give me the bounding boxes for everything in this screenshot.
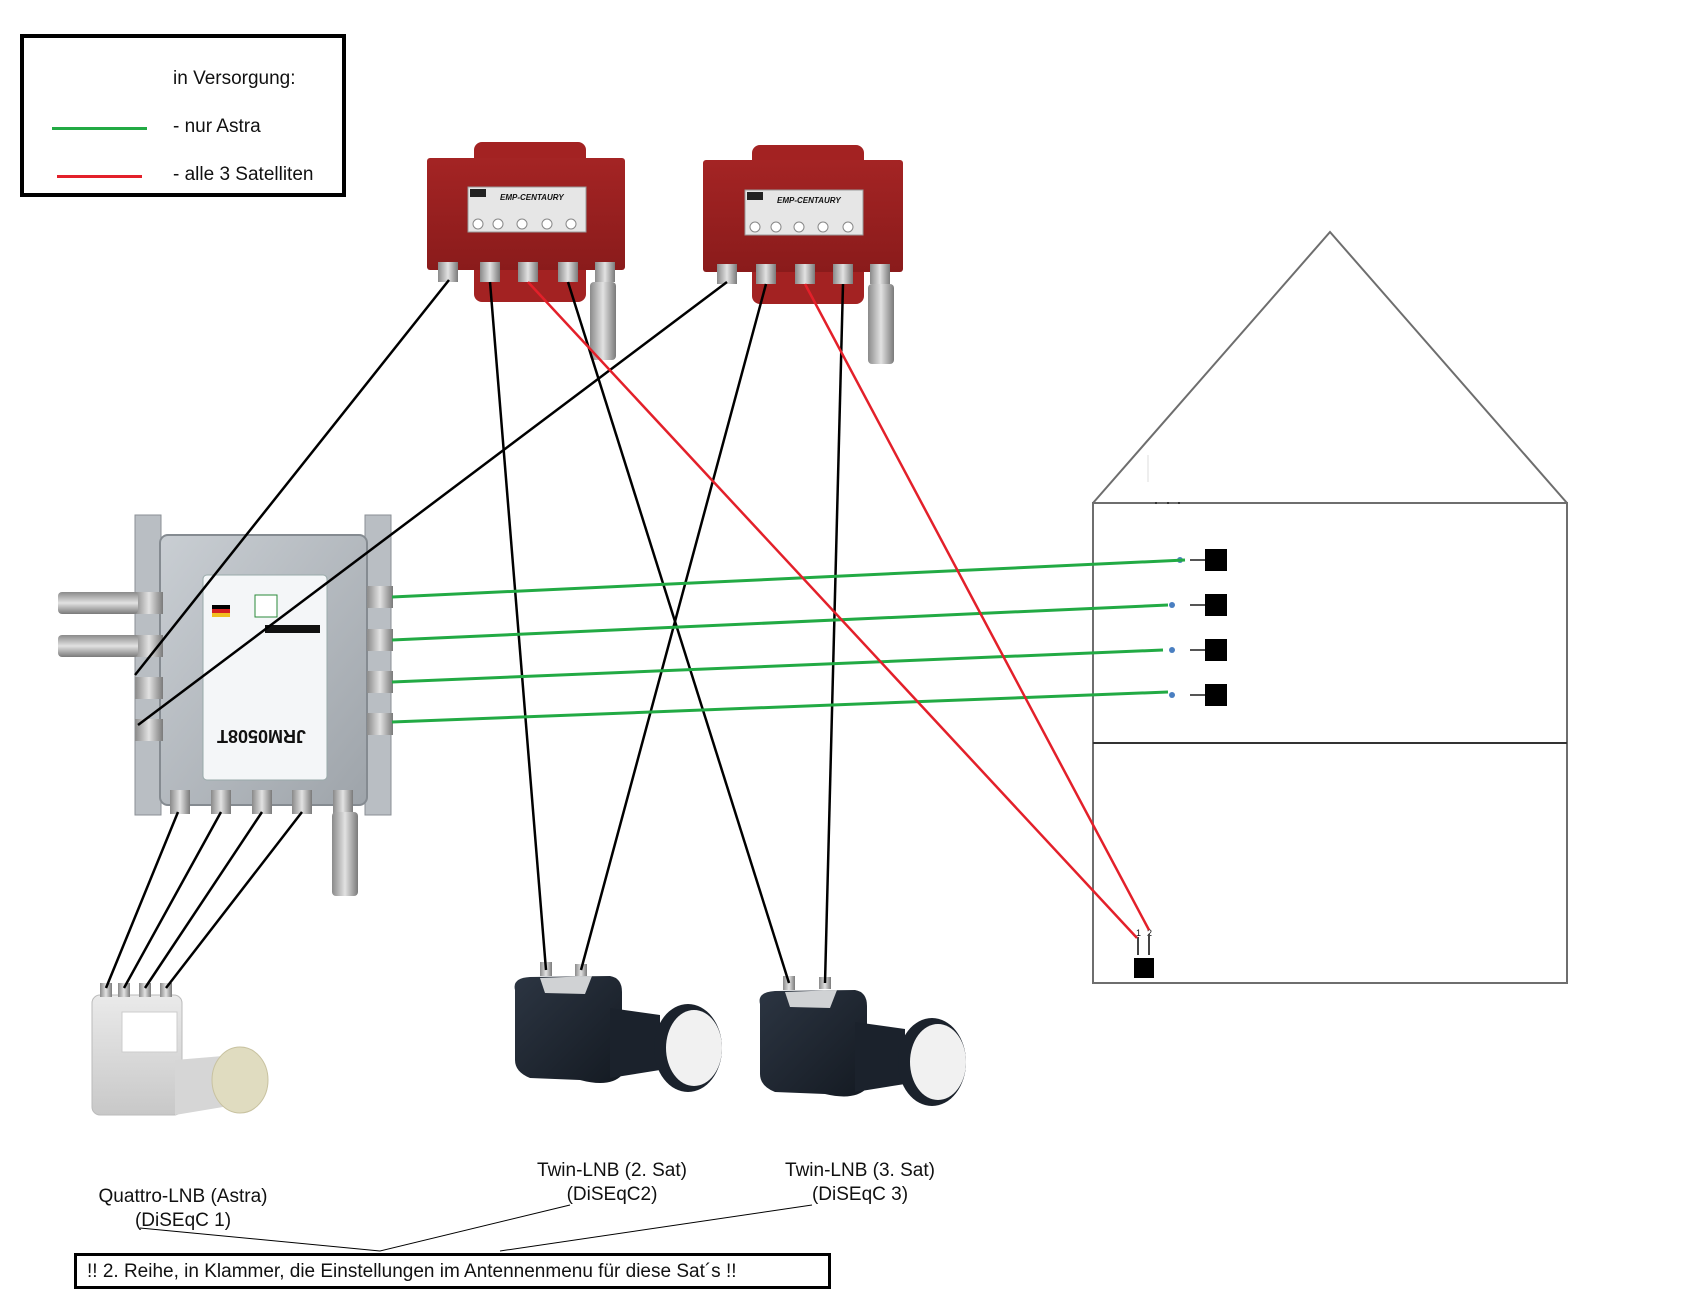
twin-lnb-2 xyxy=(514,962,722,1092)
cable-astra xyxy=(391,603,1169,642)
settings-note: !! 2. Reihe, in Klammer, die Einstellung… xyxy=(74,1253,831,1289)
legend: in Versorgung: - nur Astra - alle 3 Sate… xyxy=(20,34,346,197)
caption-line: (DiSEqC2) xyxy=(566,1184,658,1205)
terminator-plug xyxy=(58,635,138,657)
brand-label: EMP-CENTAURY xyxy=(777,196,841,205)
legend-label: - nur Astra xyxy=(173,116,261,137)
outlet-icon xyxy=(1169,602,1175,608)
cable xyxy=(143,811,264,989)
caption-line: (DiSEqC 3) xyxy=(811,1184,909,1205)
cable xyxy=(122,811,223,989)
outlet-icon xyxy=(1169,692,1175,698)
multiswitch-model: JRM0508T xyxy=(217,726,306,746)
note-pointers xyxy=(139,1204,813,1252)
legend-title: in Versorgung: xyxy=(173,68,296,89)
legend-item-astra: - nur Astra xyxy=(24,116,342,140)
caption-line: Quattro-LNB (Astra) xyxy=(98,1186,268,1207)
wall-outlet[interactable] xyxy=(1169,639,1227,661)
caption-quattro-lnb: Quattro-LNB (Astra) (DiSEqC 1) xyxy=(88,1185,278,1233)
eave-dots xyxy=(1155,502,1180,504)
legend-label: - alle 3 Satelliten xyxy=(173,164,314,185)
house: 1 2 xyxy=(1092,230,1568,984)
receiver-port-label: 2 xyxy=(1147,928,1152,938)
receiver-box xyxy=(1205,549,1227,571)
cables-all-sats xyxy=(527,281,1151,939)
receiver-box xyxy=(1205,684,1227,706)
switch-connectors xyxy=(717,264,890,284)
terminator-plug xyxy=(868,284,894,364)
cable xyxy=(566,281,791,984)
caption-line: Twin-LNB (2. Sat) xyxy=(537,1160,687,1181)
multiswitch-lnb-inputs xyxy=(170,790,353,814)
cables-astra xyxy=(391,558,1186,724)
cable xyxy=(165,811,303,989)
multiswitch-outputs xyxy=(367,586,393,735)
wall-outlet[interactable] xyxy=(1169,594,1227,616)
diseqc-switch-1: EMP-CENTAURY xyxy=(427,142,625,360)
receiver-box xyxy=(1134,958,1154,978)
legend-swatch-red xyxy=(57,175,142,178)
multiswitch: JRM0508T xyxy=(58,514,393,896)
cable xyxy=(488,281,548,971)
cable xyxy=(134,279,450,676)
legend-swatch-green xyxy=(52,127,147,130)
terminator-plug xyxy=(590,282,616,360)
cable-astra xyxy=(391,690,1169,724)
brand-label: EMP-CENTAURY xyxy=(500,193,564,202)
cable xyxy=(137,281,728,726)
caption-line: Twin-LNB (3. Sat) xyxy=(785,1160,935,1181)
cable-astra xyxy=(391,558,1186,599)
switch-connectors xyxy=(438,262,615,282)
caption-twin-lnb-3: Twin-LNB (3. Sat) (DiSEqC 3) xyxy=(770,1159,950,1207)
terminator-plug xyxy=(332,812,358,896)
receiver-port-label: 1 xyxy=(1136,928,1141,938)
house-roof xyxy=(1092,230,1568,504)
cable-all-sats xyxy=(803,283,1151,931)
settings-note-text: !! 2. Reihe, in Klammer, die Einstellung… xyxy=(87,1261,737,1282)
terminator-plug xyxy=(58,592,138,614)
receiver-box xyxy=(1205,639,1227,661)
wall-outlet[interactable] xyxy=(1169,684,1227,706)
cable-all-sats xyxy=(527,281,1138,939)
outlet-icon xyxy=(1169,647,1175,653)
legend-item-all-sats: - alle 3 Satelliten xyxy=(24,164,342,188)
cable-astra xyxy=(391,648,1164,684)
cable xyxy=(104,811,180,989)
caption-line: (DiSEqC 1) xyxy=(134,1210,232,1231)
receiver-box xyxy=(1205,594,1227,616)
diseqc-switch-2: EMP-CENTAURY xyxy=(703,145,903,364)
twin-receiver[interactable]: 1 2 xyxy=(1134,928,1154,978)
multiswitch-inputs xyxy=(135,592,163,741)
caption-twin-lnb-2: Twin-LNB (2. Sat) (DiSEqC2) xyxy=(522,1159,702,1207)
cable xyxy=(823,283,845,984)
quattro-lnb xyxy=(91,983,269,1116)
twin-lnb-3 xyxy=(759,976,966,1106)
